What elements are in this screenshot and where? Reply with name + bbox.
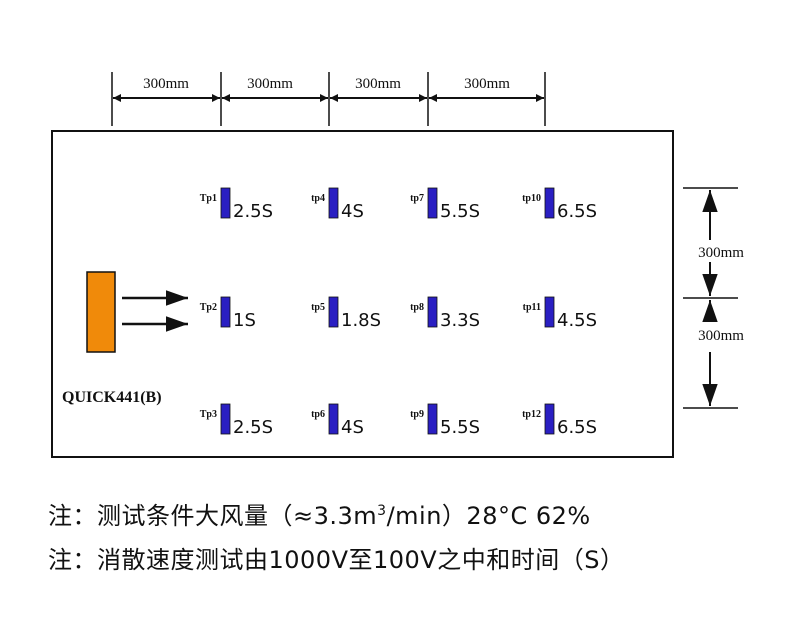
sensor-plate [427, 403, 438, 435]
top-dim-label-1: 300mm [143, 76, 189, 92]
decay-time-label: 4S [341, 417, 364, 438]
top-dim-label-2: 300mm [247, 76, 293, 92]
sensor-plate [220, 296, 231, 328]
sensor-id-label: tp5 [311, 302, 325, 313]
sensor-plate [427, 296, 438, 328]
right-dim-label-2: 300mm [698, 328, 744, 344]
right-dim-label-1: 300mm [698, 245, 744, 261]
sensor-plate [544, 296, 555, 328]
sensor-id-label: tp9 [410, 409, 424, 420]
sensor-grid: Tp12.5Stp44Stp75.5Stp106.5STp21Stp51.8St… [200, 187, 597, 438]
decay-time-label: 1S [233, 310, 256, 331]
decay-time-label: 1.8S [341, 310, 381, 331]
sensor-plate [328, 403, 339, 435]
sensor-point-tp8: tp8 3.3S [410, 296, 480, 331]
decay-time-label: 2.5S [233, 417, 273, 438]
sensor-point-tp10: tp10 6.5S [522, 187, 597, 222]
top-dimension-group: 300mm 300mm 300mm 300mm [111, 72, 546, 126]
right-dimension-group: 300mm 300mm [683, 187, 744, 409]
device-model-label: QUICK441(B) [62, 389, 162, 406]
decay-time-label: 3.3S [440, 310, 480, 331]
sensor-point-tp4: tp4 4S [311, 187, 364, 222]
sensor-id-label: Tp2 [200, 302, 217, 313]
sensor-id-label: tp4 [311, 193, 325, 204]
sensor-id-label: tp6 [311, 409, 325, 420]
sensor-plate [427, 187, 438, 219]
measurement-method-note: 注：消散速度测试由1000V至100V之中和时间（S） [48, 546, 625, 574]
sensor-plate [328, 296, 339, 328]
sensor-point-tp12: tp12 6.5S [522, 403, 597, 438]
top-dim-label-4: 300mm [464, 76, 510, 92]
sensor-plate [544, 403, 555, 435]
sensor-point-tp9: tp9 5.5S [410, 403, 480, 438]
sensor-point-tp2: Tp2 1S [200, 296, 256, 331]
sensor-id-label: tp7 [410, 193, 424, 204]
note-line1-suffix: /min）28°C 62% [386, 502, 591, 530]
note-line1-superscript: 3 [377, 503, 387, 519]
sensor-plate [544, 187, 555, 219]
test-area-box [51, 130, 674, 458]
sensor-point-tp6: tp6 4S [311, 403, 364, 438]
decay-time-label: 5.5S [440, 417, 480, 438]
sensor-plate [220, 187, 231, 219]
ionizer-device [86, 271, 116, 353]
decay-time-label: 4S [341, 201, 364, 222]
decay-time-label: 6.5S [557, 201, 597, 222]
sensor-plate [328, 187, 339, 219]
decay-time-label: 5.5S [440, 201, 480, 222]
sensor-id-label: tp8 [410, 302, 424, 313]
decay-time-label: 4.5S [557, 310, 597, 331]
sensor-id-label: Tp1 [200, 193, 217, 204]
top-dim-label-3: 300mm [355, 76, 401, 92]
sensor-id-label: tp11 [523, 302, 541, 313]
decay-time-label: 2.5S [233, 201, 273, 222]
note-line1-prefix: 注：测试条件大风量（≈3.3m [48, 502, 378, 530]
decay-time-label: 6.5S [557, 417, 597, 438]
sensor-point-tp3: Tp3 2.5S [200, 403, 273, 438]
sensor-id-label: Tp3 [200, 409, 217, 420]
sensor-point-tp5: tp5 1.8S [311, 296, 381, 331]
sensor-id-label: tp12 [522, 409, 541, 420]
test-condition-note: 注：测试条件大风量（≈3.3m3/min）28°C 62% [48, 496, 591, 531]
sensor-point-tp7: tp7 5.5S [410, 187, 480, 222]
sensor-plate [220, 403, 231, 435]
sensor-id-label: tp10 [522, 193, 541, 204]
sensor-point-tp1: Tp1 2.5S [200, 187, 273, 222]
sensor-point-tp11: tp11 4.5S [523, 296, 597, 331]
